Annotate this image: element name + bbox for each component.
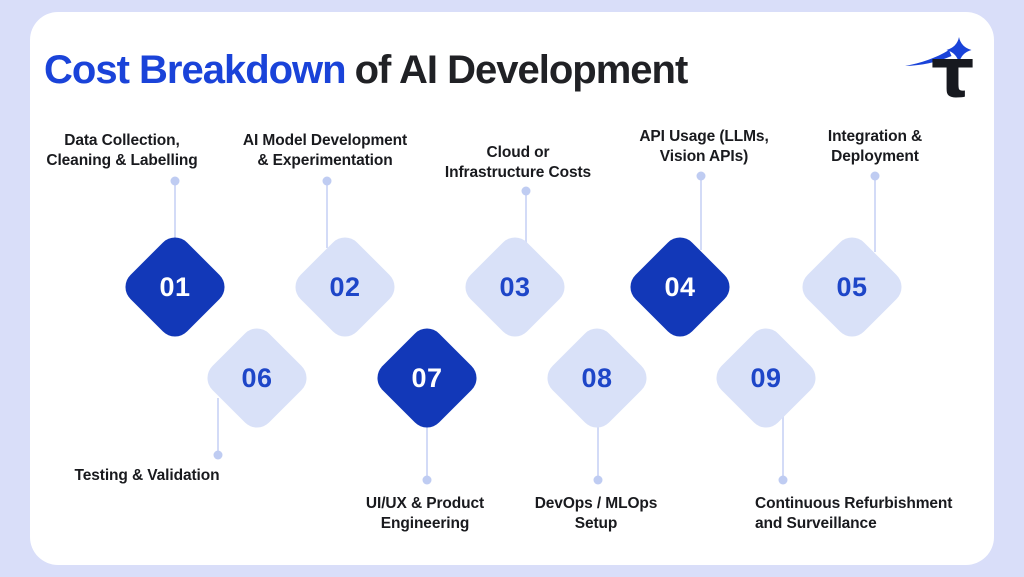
connector-dot xyxy=(170,176,180,186)
step-number-08: 08 xyxy=(581,362,613,393)
step-label-03: Cloud or Infrastructure Costs xyxy=(444,144,592,181)
step-label-07: UI/UX & Product Engineering xyxy=(365,495,485,532)
connector-dot xyxy=(778,475,788,485)
connector-line xyxy=(700,180,702,250)
connector-line xyxy=(597,420,599,476)
step-number-03: 03 xyxy=(499,271,531,302)
step-label-01: Data Collection, Cleaning & Labelling xyxy=(46,132,198,169)
step-label-02: AI Model Development & Experimentation xyxy=(242,132,408,169)
connector-dot xyxy=(593,475,603,485)
step-label-08: DevOps / MLOps Setup xyxy=(534,495,658,532)
tau-logo-glyph: τ xyxy=(931,34,975,113)
step-label-06: Testing & Validation xyxy=(74,467,220,484)
connector-line xyxy=(782,416,784,476)
connector-line xyxy=(217,398,219,451)
title-highlight: Cost Breakdown xyxy=(44,48,347,92)
connector-dot xyxy=(213,450,223,460)
step-number-04: 04 xyxy=(664,271,696,302)
step-number-07: 07 xyxy=(411,362,443,393)
step-number-01: 01 xyxy=(159,271,191,302)
connector-line xyxy=(525,195,527,247)
connector-line xyxy=(426,420,428,476)
connector-dot xyxy=(422,475,432,485)
connector-dot xyxy=(521,186,531,196)
step-number-09: 09 xyxy=(750,362,782,393)
connector-line xyxy=(326,184,328,248)
step-label-04: API Usage (LLMs, Vision APIs) xyxy=(639,128,769,165)
brand-logo: τ xyxy=(903,35,988,117)
step-label-05: Integration & Deployment xyxy=(827,128,923,165)
title-rest: of AI Development xyxy=(354,48,689,92)
connector-dot xyxy=(696,171,706,181)
connector-dot xyxy=(322,176,332,186)
step-number-06: 06 xyxy=(241,362,273,393)
sparkle-swoosh-icon xyxy=(905,37,972,66)
connector-dot xyxy=(870,171,880,181)
connector-line xyxy=(174,184,176,244)
step-number-02: 02 xyxy=(329,271,361,302)
step-label-09: Continuous Refurbishment and Surveillanc… xyxy=(755,495,953,532)
connector-line xyxy=(874,179,876,252)
step-number-05: 05 xyxy=(836,271,868,302)
